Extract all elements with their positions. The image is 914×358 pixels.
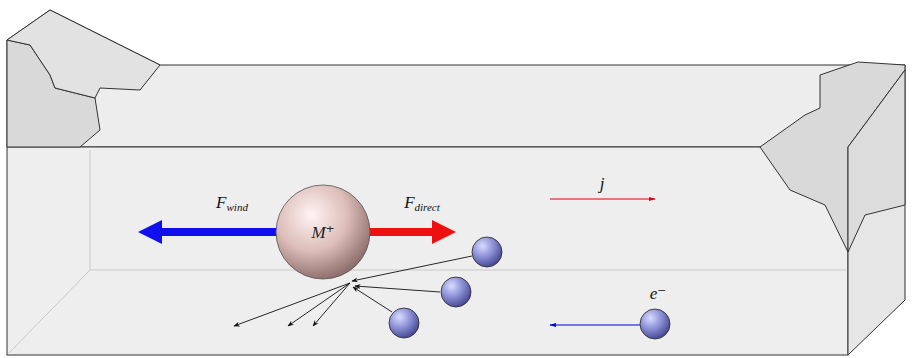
current-arrow [550,199,655,200]
break-section [848,70,905,252]
ion-sphere-shape [276,185,370,279]
electron-path [353,287,392,312]
electron [472,237,502,267]
hidden-edge [90,270,846,271]
direct-force-arrow [366,220,456,244]
current-label: j [600,175,605,192]
ion-symbol: M⁺ [311,224,334,241]
conductor-front-face [7,147,848,355]
metal-ion: M⁺ [275,184,371,280]
scatter-path [234,283,350,326]
electron [640,309,670,339]
force-label: Fdirect [404,194,440,213]
electron-flow-arrow [550,325,640,326]
wind-force-arrow [138,220,280,244]
electron [389,308,419,338]
electron-label: e⁻ [650,285,667,302]
hidden-edge [90,150,91,270]
conductor-top-face [7,10,905,147]
scatter-path [313,283,350,326]
scatter-path [288,283,350,326]
break-section [7,10,160,98]
break-section [760,62,905,252]
hidden-edge [9,270,90,353]
electron-path [355,286,440,292]
force-label: Fwind [216,194,248,213]
electron [441,277,471,307]
